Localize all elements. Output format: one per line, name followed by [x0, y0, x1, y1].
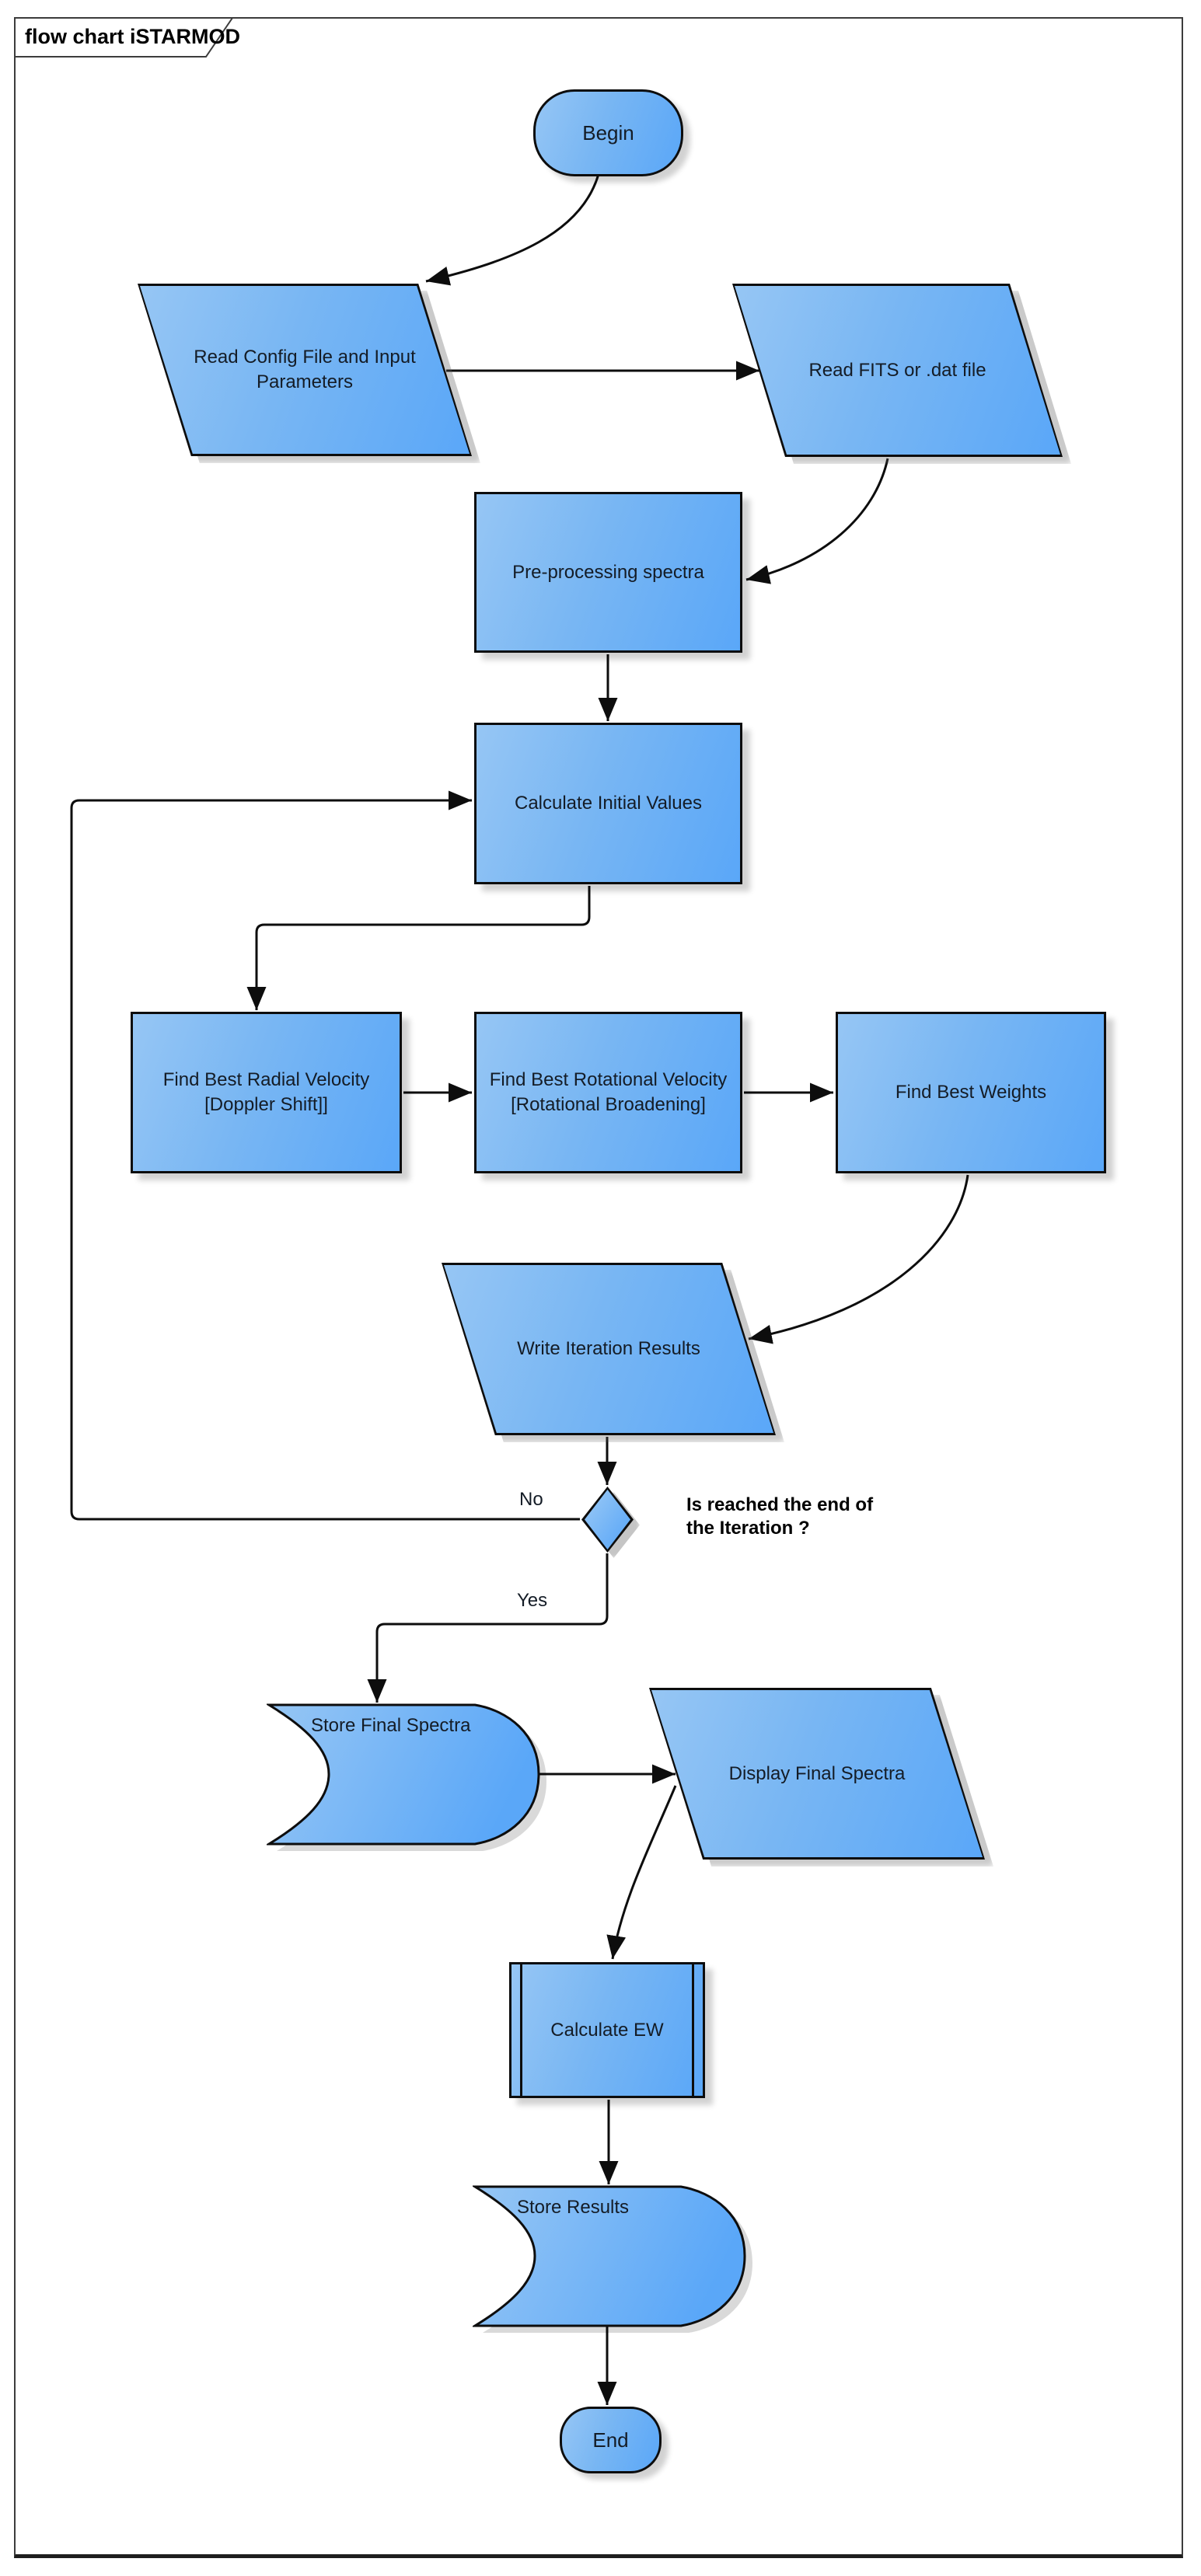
node-decision-diamond [581, 1487, 640, 1558]
edge-label-no: No [519, 1489, 543, 1510]
shape-fill [651, 1690, 983, 1857]
node-end-terminator: End [560, 2407, 662, 2473]
node-read-fits-io: Read FITS or .dat file [732, 284, 1071, 464]
node-display-final-label: Display Final Spectra [728, 1762, 906, 1784]
node-read-config-label: Read Config File and Input Parameters [194, 347, 416, 392]
node-write-iter-label: Write Iteration Results [517, 1338, 700, 1360]
node-find-rot-label: Find Best Rotational Velocity [Rotationa… [489, 1069, 728, 1115]
node-store-final-stored-data: Store Final Spectra [267, 1703, 551, 1856]
diagram-title: flow chart iSTARMOD [25, 25, 241, 48]
node-calc-initial-process: Calculate Initial Values [474, 723, 742, 884]
node-store-results-label: Store Results [517, 2197, 630, 2218]
node-calc-ew-predefined-process: Calculate EW [509, 1962, 705, 2098]
node-store-final-label: Store Final Spectra [311, 1715, 471, 1736]
node-find-weights-label: Find Best Weights [895, 1082, 1047, 1103]
node-begin-terminator: Begin [533, 89, 683, 176]
predefined-left-bar [520, 1964, 522, 2096]
node-write-iter-io: Write Iteration Results [442, 1263, 784, 1442]
node-begin-label: Begin [582, 120, 634, 145]
node-find-rot-process: Find Best Rotational Velocity [Rotationa… [474, 1012, 742, 1173]
node-read-config-io: Read Config File and Input Parameters [138, 284, 480, 463]
stored-data-shape [473, 2185, 752, 2333]
decision-question-text: Is reached the end of the Iteration ? [686, 1494, 874, 1539]
page-border [14, 17, 1183, 2558]
node-calc-ew-label: Calculate EW [550, 2019, 664, 2041]
node-preprocess-process: Pre-processing spectra [474, 492, 742, 653]
predefined-right-bar [692, 1964, 694, 2096]
node-preprocess-label: Pre-processing spectra [512, 561, 704, 583]
node-end-label: End [592, 2428, 629, 2452]
node-find-weights-process: Find Best Weights [836, 1012, 1106, 1173]
node-calc-initial-label: Calculate Initial Values [514, 793, 703, 814]
shape-fill [140, 286, 470, 454]
node-store-results-stored-data: Store Results [473, 2184, 757, 2338]
node-find-rv-label: Find Best Radial Velocity [Doppler Shift… [162, 1069, 370, 1115]
edge-label-yes: Yes [517, 1590, 548, 1611]
node-display-final-io: Display Final Spectra [649, 1688, 993, 1867]
node-read-fits-label: Read FITS or .dat file [808, 359, 986, 381]
stored-data-shape [267, 1703, 546, 1851]
node-find-rv-process: Find Best Radial Velocity [Doppler Shift… [131, 1012, 402, 1173]
title-tab [14, 17, 234, 58]
shape-fill [735, 286, 1060, 455]
